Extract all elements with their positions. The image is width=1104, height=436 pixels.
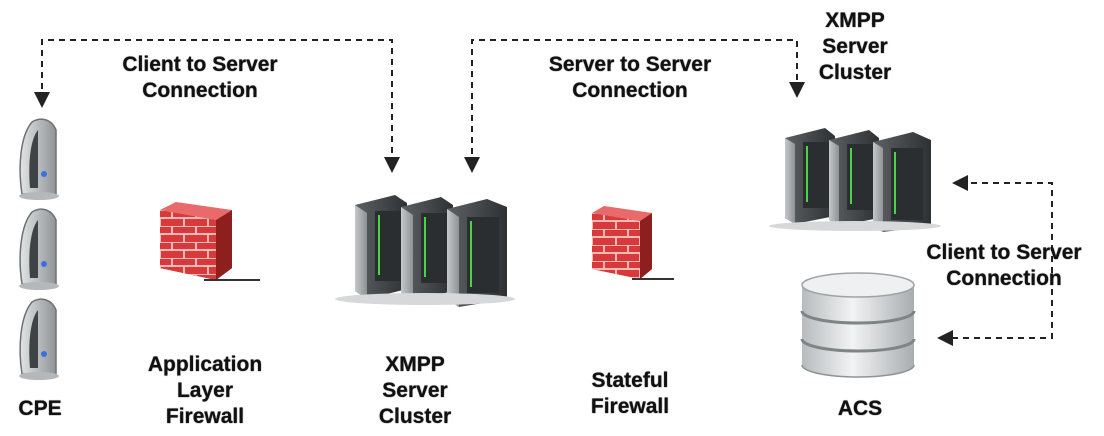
xmpp-server-cluster-label-top: XMPP Server Cluster: [818, 9, 892, 84]
xmpp-server-cluster-top-icon: [769, 128, 941, 232]
cpe-device-3-icon: [19, 298, 59, 380]
application-firewall-icon: [160, 202, 260, 281]
cpe-device-1-icon: [19, 118, 59, 200]
server-to-server-connection-label: Server to Server Connection: [548, 53, 712, 102]
connector-server-to-server: [464, 39, 805, 173]
stateful-firewall-icon: [592, 206, 674, 280]
acs-database-icon: [800, 272, 916, 378]
client-to-server-connection-label-top: Client to Server Connection: [122, 53, 278, 102]
xmpp-server-cluster-middle-icon: [335, 195, 515, 307]
stateful-firewall-label: Stateful Firewall: [590, 369, 670, 418]
connector-client-to-server-right: [937, 175, 1053, 346]
cpe-label: CPE: [18, 397, 62, 420]
xmpp-server-cluster-label-middle: XMPP Server Cluster: [378, 353, 452, 428]
connector-client-to-server-top: [34, 39, 400, 173]
application-layer-firewall-label: Application Layer Firewall: [147, 353, 263, 428]
cpe-device-2-icon: [19, 208, 59, 290]
client-to-server-connection-label-right: Client to Server Connection: [926, 241, 1082, 290]
acs-label: ACS: [837, 397, 883, 420]
